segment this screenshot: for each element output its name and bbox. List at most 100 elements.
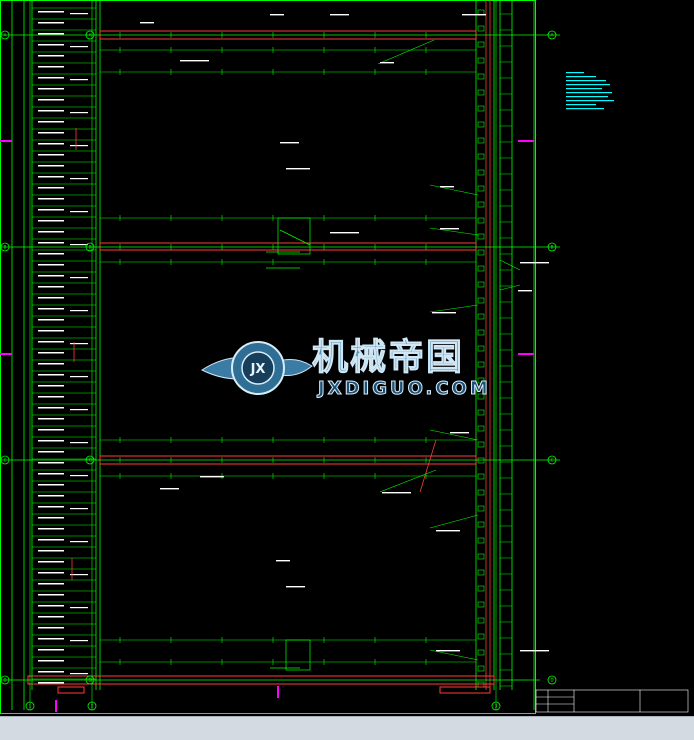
axis-bubble: [85, 30, 95, 40]
wall-tick: [477, 585, 485, 592]
axis-bubble-label: 3: [495, 704, 498, 709]
room-row-label: [38, 77, 64, 79]
annotation-label: [436, 530, 460, 532]
axis-bubble: [547, 30, 557, 40]
annotation-label: [160, 488, 179, 490]
room-row-label: [70, 442, 88, 444]
axis-bubble-label: A: [89, 33, 92, 38]
axis-bubble-label: A: [4, 33, 7, 38]
annotation-label: [382, 492, 411, 494]
room-row-label: [70, 112, 88, 114]
annotation-label: [440, 228, 459, 230]
axis-bubble: [0, 675, 10, 685]
room-row-label: [70, 640, 88, 642]
wall-tick: [477, 249, 485, 256]
room-row-label: [38, 33, 64, 35]
wall-tick: [477, 265, 485, 272]
room-row-label: [38, 132, 64, 134]
wall-tick: [477, 553, 485, 560]
room-row-label: [70, 508, 88, 510]
beam-line-B: [0, 242, 560, 251]
room-row-label: [70, 343, 88, 345]
axis-bubble: [547, 675, 557, 685]
column-detail-B: [266, 217, 311, 269]
wall-tick: [477, 457, 485, 464]
axis-bubble-label: D: [3, 678, 6, 683]
annotation-label: [520, 650, 549, 652]
note-line: [566, 96, 608, 98]
room-row-label: [38, 165, 64, 167]
room-row-label: [38, 616, 64, 618]
wall-tick: [477, 73, 485, 80]
room-row-label: [38, 352, 64, 354]
room-row-label: [38, 385, 64, 387]
wall-tick: [477, 473, 485, 480]
wall-tick: [477, 425, 485, 432]
room-row-label: [38, 264, 64, 266]
wall-tick: [477, 41, 485, 48]
title-block: [535, 689, 689, 713]
room-row-label: [38, 198, 64, 200]
wall-tick: [477, 233, 485, 240]
room-row-label: [38, 11, 64, 13]
room-row-label: [70, 178, 88, 180]
room-row-label: [38, 561, 64, 563]
wall-tick: [477, 201, 485, 208]
wall-tick: [477, 313, 485, 320]
annotation-label: [520, 262, 549, 264]
note-line: [566, 84, 610, 86]
axis-bubble: [85, 675, 95, 685]
annotation-label: [270, 14, 284, 16]
right-wall-ticks: [477, 9, 512, 688]
axis-bubble: [85, 242, 95, 252]
axis-bubble: [0, 455, 10, 465]
room-row-label: [70, 475, 88, 477]
room-row-label: [70, 607, 88, 609]
column-detail-D: [270, 639, 311, 671]
axis-bubble: [0, 30, 10, 40]
room-row-label: [38, 539, 64, 541]
room-row-label: [38, 660, 64, 662]
wall-tick: [477, 185, 485, 192]
wall-tick: [477, 105, 485, 112]
wall-tick: [477, 537, 485, 544]
room-row-label: [38, 110, 64, 112]
watermark-emblem: [200, 341, 313, 395]
red-leader-lines: [71, 128, 437, 580]
room-row-label: [70, 574, 88, 576]
wall-tick: [477, 217, 485, 224]
wall-tick: [477, 57, 485, 64]
axis-bubble-label: B: [551, 245, 554, 250]
annotation-label: [180, 60, 209, 62]
wall-tick: [477, 409, 485, 416]
room-row-label: [70, 376, 88, 378]
annotation-label: [140, 22, 154, 24]
left-room-column: [11, 0, 101, 710]
wall-tick: [477, 25, 485, 32]
room-row-label: [38, 671, 64, 673]
section-marks: [0, 140, 534, 712]
axis-bubble-label: D: [88, 678, 91, 683]
grid-vertical: [29, 0, 497, 710]
beam-line-A: [0, 30, 560, 40]
room-row-label: [38, 297, 64, 299]
room-row-label: [38, 44, 64, 46]
room-row-label: [38, 121, 64, 123]
room-row-label: [38, 66, 64, 68]
axis-bubble-label: C: [89, 458, 92, 463]
annotation-label: [436, 650, 460, 652]
room-row-label: [38, 231, 64, 233]
axis-bubble-label: C: [4, 458, 7, 463]
leader-lines: [377, 39, 521, 661]
axis-bubble: [0, 242, 10, 252]
room-row-label: [38, 176, 64, 178]
wall-tick: [477, 377, 485, 384]
room-row-label: [38, 506, 64, 508]
room-row-label: [38, 308, 64, 310]
room-row-label: [38, 55, 64, 57]
axis-bubble-label: 1: [29, 704, 32, 709]
room-row-label: [38, 154, 64, 156]
